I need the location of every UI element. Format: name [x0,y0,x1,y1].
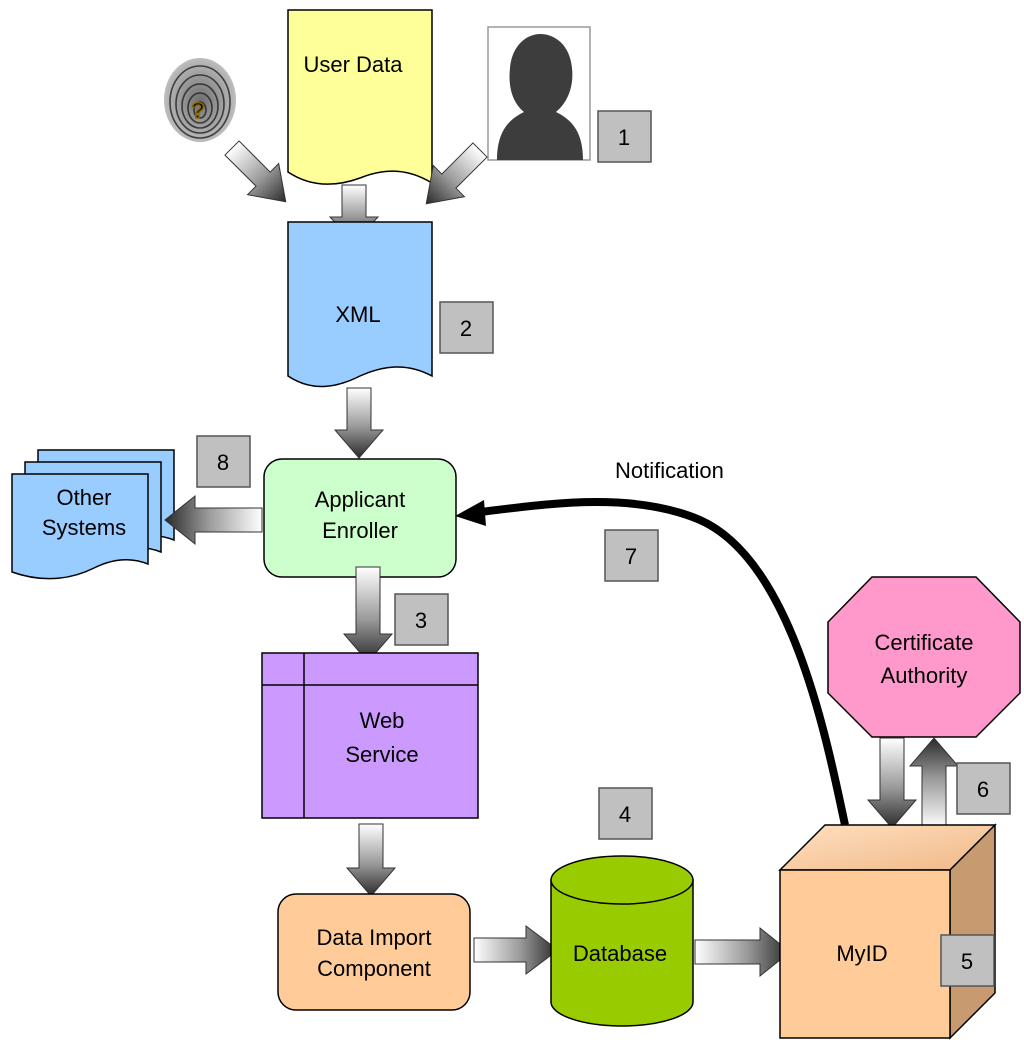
other-systems-label-line2: Systems [42,515,126,540]
svg-text:5: 5 [961,949,973,974]
other-systems-documents: Other Systems [11,449,175,580]
arrow-myid-to-ca [908,737,960,829]
certificate-authority-octagon: Certificate Authority [827,576,1021,738]
fingerprint-question-icon: ? [164,58,236,142]
step-badge-2: 2 [439,301,494,354]
applicant-enroller-label-line1: Applicant [315,487,406,512]
user-data-label: User Data [303,52,403,77]
web-service-box: Web Service [261,652,479,819]
person-silhouette-icon [487,26,591,161]
data-import-label-line1: Data Import [317,925,432,950]
arrow-fingerprint-to-xml [224,140,287,203]
arrow-photo-to-xml [425,142,488,205]
svg-text:3: 3 [415,608,427,633]
other-systems-label-line1: Other [56,485,111,510]
arrow-enroller-to-other-systems [164,494,263,546]
database-label: Database [573,941,667,966]
svg-text:8: 8 [217,450,229,475]
arrow-web-service-to-data-import [345,823,397,897]
step-badge-7: 7 [604,529,659,582]
data-import-component-box: Data Import Component [277,893,471,1011]
xml-document: XML [287,221,433,388]
step-badge-5: 5 [940,934,995,987]
user-data-document: User Data [287,9,433,185]
applicant-enroller-box: Applicant Enroller [263,458,457,578]
svg-text:6: 6 [977,777,989,802]
database-cylinder: Database [550,855,694,1027]
arrow-database-to-myid [694,926,791,978]
xml-label: XML [335,302,380,327]
notification-label: Notification [615,458,724,483]
arrow-data-import-to-database [473,925,559,975]
certificate-authority-label-line2: Authority [881,663,968,688]
svg-text:?: ? [191,98,204,123]
step-badge-6: 6 [956,762,1011,815]
svg-text:2: 2 [460,316,472,341]
arrow-xml-to-enroller [333,387,385,459]
applicant-enroller-label-line2: Enroller [322,518,398,543]
arrow-enroller-to-web-service [342,566,394,663]
myid-cube: MyID [778,823,997,1040]
step-badge-8: 8 [196,435,251,488]
certificate-authority-label-line1: Certificate [874,630,973,655]
svg-text:7: 7 [625,544,637,569]
svg-text:4: 4 [619,802,631,827]
web-service-label-line1: Web [360,708,405,733]
step-badge-3: 3 [394,593,449,646]
step-badge-4: 4 [598,787,653,840]
myid-label: MyID [836,941,887,966]
data-import-label-line2: Component [317,956,431,981]
svg-text:1: 1 [618,125,630,150]
web-service-label-line2: Service [345,742,418,767]
arrow-ca-to-myid [866,737,918,829]
step-badge-1: 1 [597,110,652,163]
notification-arrow [455,498,849,826]
